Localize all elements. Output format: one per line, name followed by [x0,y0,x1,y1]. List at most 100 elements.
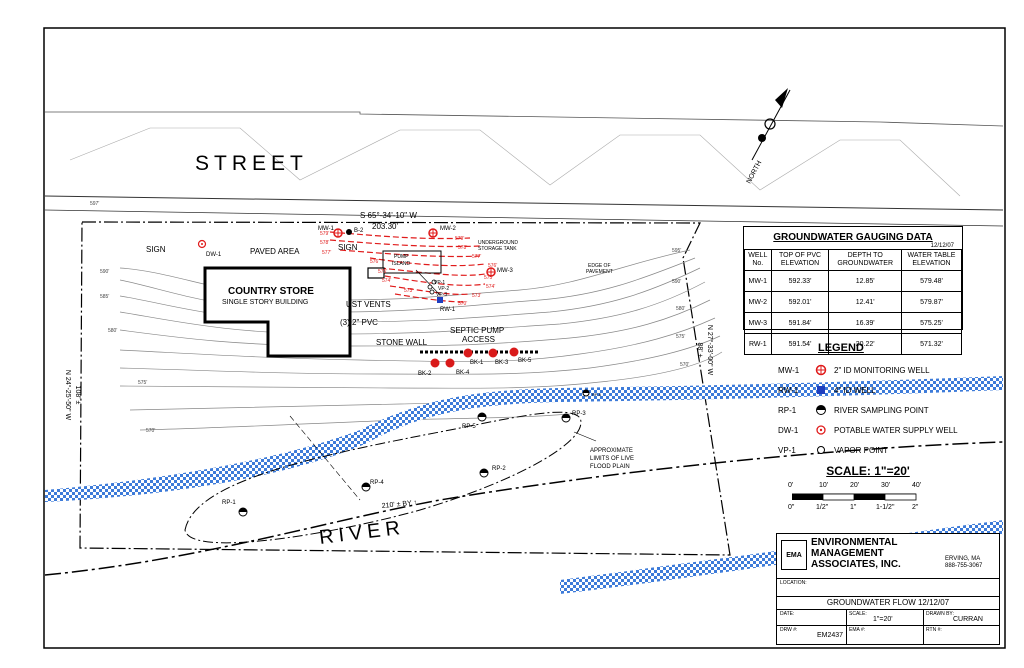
table-cell: 591.54' [770,333,830,355]
table-cell: 591.84' [770,312,830,334]
table-cell: MW-1 [744,270,772,292]
tank-contour-label: 577' [322,250,331,256]
tank-contour-label: 577' [472,254,481,260]
gauging-header: TOP OF PVC ELEVATION [770,249,830,271]
potable-well-icon [812,423,830,437]
scale-top-tick: 30' [881,482,891,489]
table-cell: 16.39' [828,312,902,334]
scale-top-tick: 20' [850,482,860,489]
company-name-line: ASSOCIATES, INC. [811,559,901,570]
table-cell: 575.25' [900,312,963,334]
point-label-dw-1: DW-1 [206,252,222,258]
table-row: MW-2 592.01' 12.41' 579.87' [744,291,963,313]
legend-item: MW-1 2" ID MONITORING WELL [778,360,968,380]
legend-item-id: RW-1 [778,385,799,395]
tank-contour-label: 570' [458,301,467,307]
company-name: ENVIRONMENTAL MANAGEMENT ASSOCIATES, INC… [811,537,901,570]
river-sampling-rp-3 [561,413,571,423]
point-label-bk-1: BK-1 [470,360,484,366]
point-label-rp-6: RP-6 [592,392,602,397]
contour-label: 575' [676,334,685,340]
legend-item-text: 4" ID WELL [834,385,876,395]
point-label-rp-2: RP-2 [492,466,506,472]
pump-island [382,250,442,274]
legend-item-id: MW-1 [778,365,800,375]
gauging-table: WELL No. TOP OF PVC ELEVATION DEPTH TO G… [744,249,963,355]
table-cell: 20.22' [828,333,902,355]
monitoring-well-icon [812,363,830,377]
bearing-left: N 24°-25'-50" W [64,370,72,421]
ema-label: EMA #: [849,627,866,633]
table-cell: RW-1 [744,333,772,355]
bearing-top: S 65°-34'-10" W [360,211,417,220]
tank-contour-label: 578' [320,240,329,246]
scale-title: SCALE: 1"=20' [826,464,910,478]
tank-contour-label: 579' [320,231,329,237]
tank-contour-label: 576' [488,263,497,269]
boring-bk-1 [463,348,473,358]
ust-vents-label: UST VENTS [346,300,391,309]
gauging-table-panel: GROUNDWATER GAUGING DATA 12/12/07 WELL N… [743,226,963,355]
point-label-b-2: B-2 [354,228,364,234]
dispenser-box [367,267,385,279]
recovery-well-rw-1 [437,297,443,303]
edge-pavement-label-1: EDGE OF [588,263,611,269]
north-arrow [751,88,791,161]
contour-label: 590' [672,279,681,285]
tank-contour-label: 574' [382,278,391,284]
sign-label-2: SIGN [338,243,358,252]
contour-label: 570' [680,362,689,368]
point-label-rp-1: RP-1 [222,500,236,506]
gauging-title: GROUNDWATER GAUGING DATA [773,232,933,243]
river-sampling-rp-6 [582,389,590,397]
point-label-mw-1: MW-1 [318,226,335,232]
monitoring-well-mw-2 [428,228,438,238]
company-name-line: ENVIRONMENTAL [811,537,898,548]
table-cell: 579.87' [900,291,963,313]
table-row: MW-1 592.33' 12.85' 579.48' [744,270,963,292]
table-cell: MW-3 [744,312,772,334]
point-label-bk-5: BK-5 [518,358,532,364]
table-cell: 592.01' [770,291,830,313]
drawn-by-label: DRAWN BY: [926,611,954,617]
legend-item: DW-1 POTABLE WATER SUPPLY WELL [778,420,968,440]
scale-bottom-tick: 2" [912,504,919,511]
tank-contour-label: 579' [455,236,464,242]
paved-area-label: PAVED AREA [250,247,300,256]
gauging-header: DEPTH TO GROUNDWATER [828,249,902,271]
scale-label: SCALE: [849,611,867,617]
point-label-vp-1: VP-1 [434,280,445,286]
legend-title: LEGEND [818,342,864,354]
scale-bottom-tick: 1/2" [816,504,829,511]
point-label-vp-2: VP-2 [438,286,449,292]
potable-well-dw-1 [197,239,207,249]
vapor-point-icon [812,443,830,457]
drw-value: EM2437 [817,632,844,639]
gauging-header: WELL No. [744,249,772,271]
table-cell: 579.48' [900,270,963,292]
tank-contour-label: 573' [472,293,481,299]
date-label: DATE: [780,611,795,617]
pump-island-label-1: PUMP [394,254,409,260]
legend-item-text: POTABLE WATER SUPPLY WELL [834,425,958,435]
legend-item-text: 2" ID MONITORING WELL [834,365,930,375]
contour-label: 570' [146,428,155,434]
scale-top-tick: 10' [819,482,829,489]
river-sampling-rp-2 [479,468,489,478]
river-sampling-icon [812,403,830,417]
river-centerline [44,441,1004,576]
company-logo: EMA [781,540,807,570]
rtn-label: RTN #: [926,627,942,633]
flood-label-3: FLOOD PLAIN [590,464,630,470]
septic-label-2: ACCESS [462,335,495,344]
legend-item-text: RIVER SAMPLING POINT [834,405,929,415]
bearing-right: N 27°-33'-00" W [706,325,714,376]
flood-label-2: LIMITS OF LIVE [590,456,634,462]
recovery-well-icon [812,383,830,397]
stone-wall-label: STONE WALL [376,338,428,347]
vapor-point-vp-2 [431,279,437,285]
scale-value: 1"=20' [873,616,893,623]
gauging-header-row: WELL No. TOP OF PVC ELEVATION DEPTH TO G… [744,249,963,271]
drawing-title: GROUNDWATER FLOW 12/12/07 [826,598,950,607]
